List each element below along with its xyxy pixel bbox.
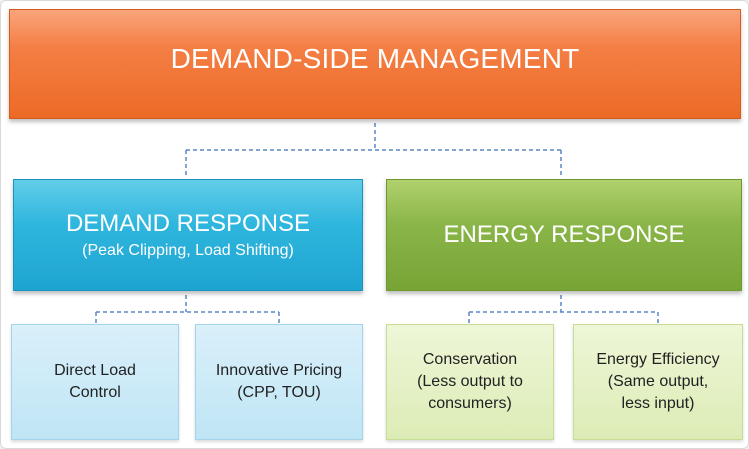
conservation-box: Conservation (Less output to consumers) xyxy=(386,324,554,440)
demand-side-management-title: DEMAND-SIDE MANAGEMENT xyxy=(170,43,580,74)
leaf-line: Innovative Pricing xyxy=(215,362,343,379)
leaf-line: (Less output to xyxy=(417,373,523,390)
direct-load-control-box: Direct Load Control xyxy=(11,324,179,440)
leaf-line: Conservation xyxy=(422,351,518,368)
leaf-line: Energy Efficiency xyxy=(596,351,720,368)
leaf-line: consumers) xyxy=(428,395,512,412)
demand-side-management-box: DEMAND-SIDE MANAGEMENT xyxy=(9,9,741,119)
innovative-pricing-box: Innovative Pricing (CPP, TOU) xyxy=(195,324,363,440)
demand-response-subtitle: (Peak Clipping, Load Shifting) xyxy=(82,242,294,259)
leaf-line: Direct Load xyxy=(54,362,136,379)
leaf-line: (Same output, xyxy=(607,373,709,390)
energy-response-box: ENERGY RESPONSE xyxy=(386,179,742,291)
demand-response-title: DEMAND RESPONSE xyxy=(65,210,311,237)
leaf-line: less input) xyxy=(621,395,695,412)
energy-efficiency-box: Energy Efficiency (Same output, less inp… xyxy=(573,324,743,440)
energy-response-title: ENERGY RESPONSE xyxy=(443,221,685,248)
demand-response-box: DEMAND RESPONSE (Peak Clipping, Load Shi… xyxy=(13,179,363,291)
leaf-line: Control xyxy=(69,384,121,401)
leaf-line: (CPP, TOU) xyxy=(237,384,321,401)
